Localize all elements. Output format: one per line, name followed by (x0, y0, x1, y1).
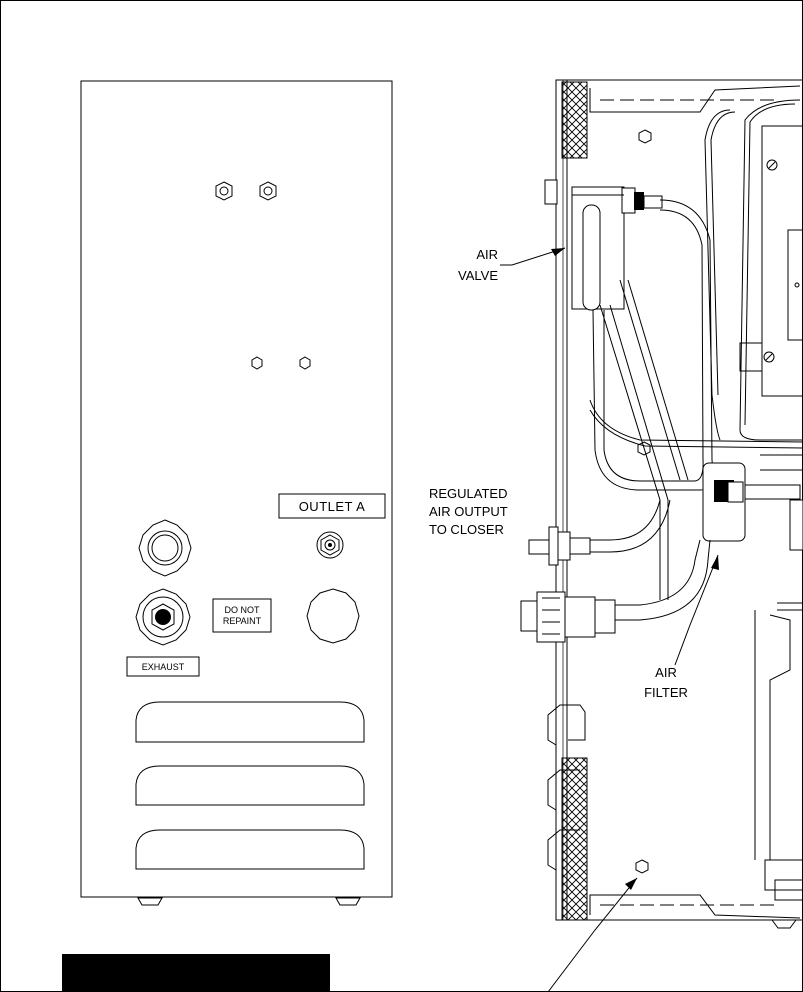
outlet-a-label: OUTLET A (299, 499, 366, 514)
exhaust-label: EXHAUST (142, 662, 185, 672)
hex-nut-right (259, 181, 277, 201)
bottom-rail (589, 894, 801, 919)
foot-right (335, 897, 361, 906)
insulation-top (561, 81, 588, 159)
air-filter-label-line2: FILTER (644, 685, 688, 700)
front-panel-outline (80, 80, 393, 898)
front-panel-view: OUTLET A DO NOT REPAINT EXHAUS (80, 80, 393, 906)
regulated-label-line3: TO CLOSER (429, 522, 504, 537)
air-valve-label-line2: VALVE (458, 268, 498, 283)
air-valve[interactable] (544, 179, 663, 311)
foot-left (137, 897, 163, 906)
outlet-a-fitting[interactable] (316, 531, 344, 559)
outlet-a-label-box (278, 493, 386, 519)
callout-bottom-hole (547, 877, 638, 992)
interior-view (520, 79, 803, 929)
do-not-repaint-line1: DO NOT (225, 605, 261, 615)
louver-3 (135, 829, 365, 870)
exhaust-fitting (135, 588, 191, 646)
small-hex-hole-right (299, 356, 311, 370)
lower-valve-fitting[interactable] (520, 591, 616, 643)
air-filter-label-line1: AIR (655, 665, 677, 680)
insulation-bottom (561, 757, 588, 921)
control-module (761, 125, 803, 397)
top-rail (589, 85, 801, 113)
round-plug (306, 588, 360, 644)
air-filter[interactable] (702, 462, 803, 551)
exhaust-label-box (126, 656, 200, 677)
title-bar (62, 954, 330, 992)
callout-air-filter: AIR FILTER (644, 554, 719, 700)
regulated-label-line2: AIR OUTPUT (429, 504, 508, 519)
callout-regulated-output: REGULATED AIR OUTPUT TO CLOSER (429, 486, 508, 537)
louver-1 (135, 701, 365, 743)
clip-2 (547, 769, 580, 811)
small-hex-hole-left (251, 356, 263, 370)
air-valve-label-line1: AIR (476, 247, 498, 262)
mount-hole-top (638, 129, 652, 144)
interior-outline (555, 79, 803, 921)
plug-fitting (138, 519, 192, 577)
do-not-repaint-line2: REPAINT (223, 616, 262, 626)
lower-bracket (769, 602, 803, 861)
hex-nut-left (215, 181, 233, 201)
mount-hole-bottom (635, 859, 649, 874)
mount-hole-mid (637, 441, 651, 456)
regulated-output-fitting[interactable] (528, 526, 591, 566)
callout-air-valve: AIR VALVE (458, 247, 566, 283)
do-not-repaint-box (212, 598, 272, 633)
clip-3 (547, 829, 580, 871)
regulated-label-line1: REGULATED (429, 486, 508, 501)
clip-1 (547, 704, 586, 746)
louver-2 (135, 765, 365, 806)
